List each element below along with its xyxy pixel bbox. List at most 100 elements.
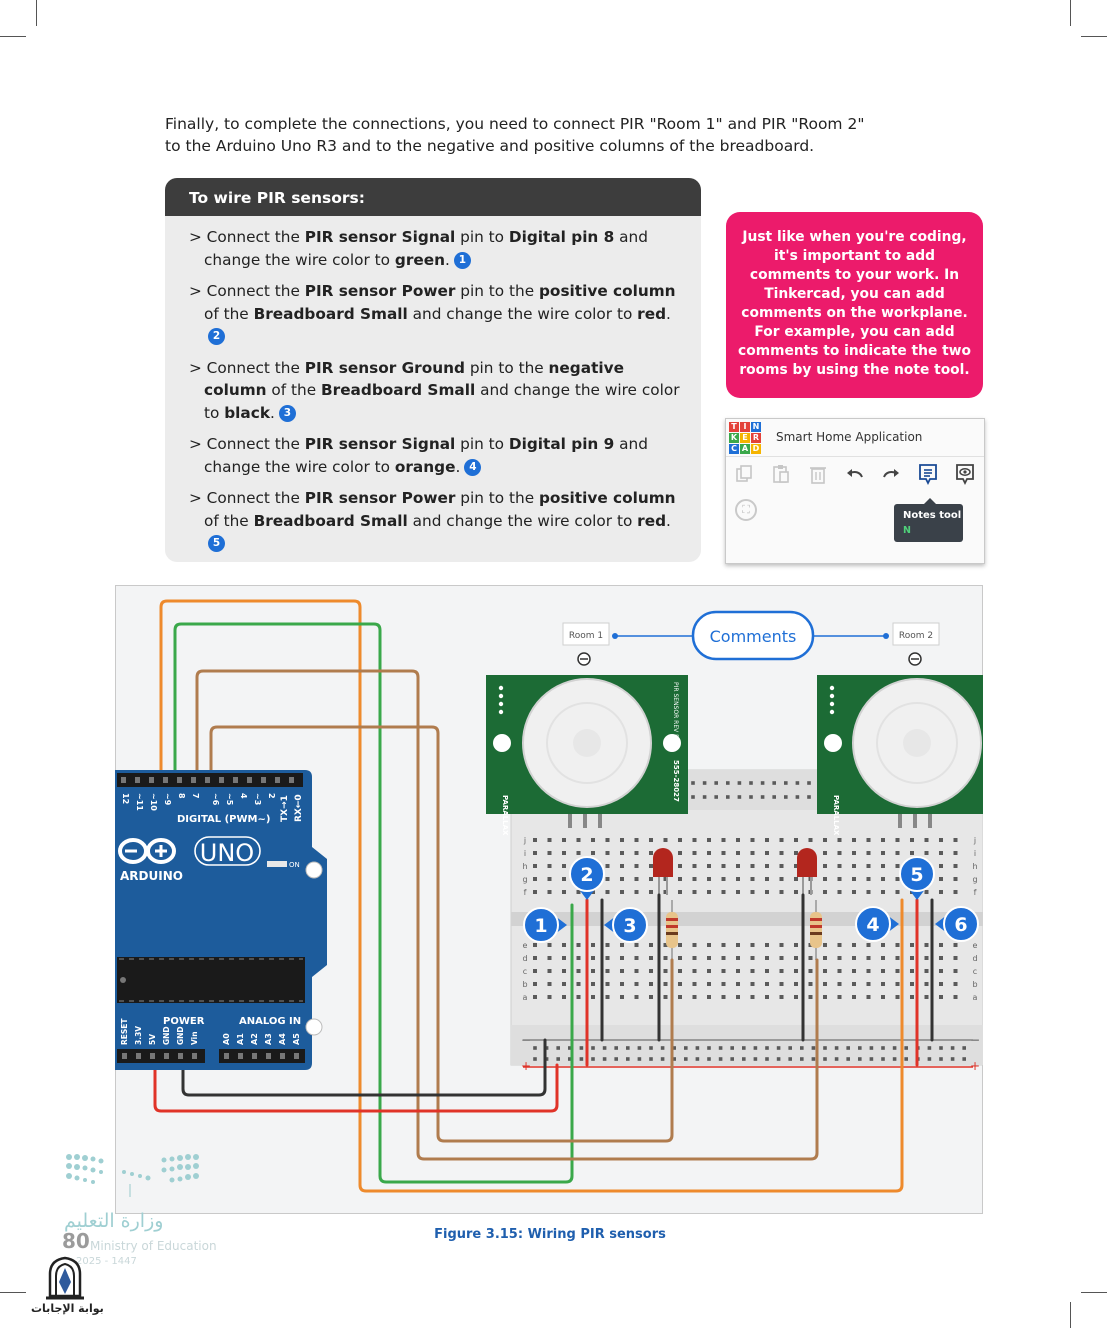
- power-header: [117, 1049, 205, 1063]
- digital-pin-label: 2: [267, 793, 276, 799]
- pir-sensor-room-2: PARALLAX: [817, 675, 983, 836]
- step-text: > Connect the: [189, 435, 305, 453]
- step-text: of the: [204, 511, 254, 530]
- logo-letter: T: [729, 422, 739, 432]
- redo-icon[interactable]: [879, 462, 903, 486]
- step-number-badge: 1: [453, 251, 471, 269]
- logo-letter: D: [751, 444, 761, 454]
- step-text: and change the wire color to: [204, 381, 680, 422]
- wire-green-signal-1: [173, 622, 574, 1184]
- copy-icon[interactable]: [732, 462, 756, 486]
- analog-pin-label: A3: [264, 1033, 273, 1045]
- step-keyword: Digital pin 9: [508, 435, 615, 453]
- digital-pin-holes: [121, 777, 294, 783]
- wire-brown-led-2: [195, 669, 819, 1161]
- step-text: .: [445, 250, 450, 269]
- power-label: POWER: [163, 1016, 205, 1027]
- breadboard-row-label: j: [973, 836, 976, 845]
- power-pin-label: GND: [176, 1026, 185, 1045]
- led-left: [653, 848, 673, 895]
- breadboard-center-channel: [511, 912, 983, 926]
- pir-model: 555-28027: [672, 760, 680, 802]
- logo-letter: E: [740, 433, 750, 443]
- crop-mark: [36, 0, 37, 26]
- step-item: > Connect the PIR sensor Signal pin to D…: [189, 226, 683, 271]
- breadboard-bottom-rail: [511, 1025, 983, 1065]
- step-text: and change the wire color to: [407, 511, 638, 530]
- room-1-label: Room 1: [569, 631, 603, 641]
- figure-caption: Figure 3.15: Wiring PIR sensors: [434, 1227, 666, 1242]
- tooltip-shortcut: N: [903, 525, 911, 536]
- analog-header: [219, 1049, 305, 1063]
- rail-plus-right: +: [970, 1059, 980, 1073]
- fit-view-icon[interactable]: ⛶: [735, 499, 757, 521]
- tip-box: Just like when you're coding, it's impor…: [726, 212, 983, 398]
- step-text: .: [666, 304, 671, 323]
- logo-letter: A: [740, 444, 750, 454]
- step-text: of the: [266, 381, 321, 399]
- breadboard-row-label: b: [522, 980, 527, 989]
- step-item: > Connect the PIR sensor Power pin to th…: [189, 280, 683, 348]
- notes-visibility-icon[interactable]: [953, 462, 977, 486]
- step-keyword: red: [637, 304, 667, 323]
- step-text: .: [455, 457, 461, 476]
- trash-icon[interactable]: [806, 462, 830, 486]
- step-marker-number: 2: [580, 864, 593, 886]
- step-text: > Connect the: [189, 282, 305, 300]
- rail-minus-left: −: [521, 1033, 531, 1047]
- step-text: pin to the: [455, 489, 539, 507]
- breadboard-row-label: g: [522, 875, 527, 884]
- step-keyword: PIR sensor Signal: [304, 228, 456, 246]
- breadboard-row-label: h: [522, 862, 527, 871]
- intro-line: Finally, to complete the connections, yo…: [165, 115, 865, 133]
- rx-label: RX←0: [294, 794, 304, 822]
- project-title[interactable]: Smart Home Application: [776, 430, 923, 444]
- step-text: .: [270, 403, 275, 422]
- breadboard-row-label: d: [972, 954, 977, 963]
- step-number-badge: 4: [464, 458, 482, 476]
- atmega-chip: [117, 957, 305, 1003]
- paste-icon[interactable]: [769, 462, 793, 486]
- step-text: > Connect the: [189, 489, 305, 507]
- notes-icon[interactable]: [916, 462, 940, 486]
- uno-label: UNO: [200, 839, 254, 867]
- step-text: and change the wire color to: [407, 304, 638, 323]
- step-keyword: red: [637, 511, 667, 530]
- step-item: > Connect the PIR sensor Signal pin to D…: [189, 433, 683, 478]
- logo-letter: R: [751, 433, 761, 443]
- pir-brand: PARALLAX: [501, 795, 509, 836]
- step-marker: [943, 906, 979, 942]
- step-text: of the: [204, 304, 254, 323]
- undo-icon[interactable]: [843, 462, 867, 486]
- uno-badge: [194, 836, 261, 866]
- power-pin-label: GND: [162, 1026, 171, 1045]
- step-marker: [855, 906, 891, 942]
- page-number: 80: [62, 1229, 90, 1253]
- crop-mark: [1081, 1292, 1107, 1293]
- resistor-right: [810, 900, 822, 960]
- step-keyword: negative column: [204, 358, 624, 400]
- comments-annotation: Comments Room 1 Room 2: [562, 610, 940, 666]
- comments-bubble: [691, 610, 815, 661]
- step-keyword: Breadboard Small: [253, 304, 408, 323]
- notes-tool-tooltip: Notes tool N: [894, 498, 963, 542]
- digital-pin-label: 7: [191, 793, 200, 799]
- breadboard-row-label: e: [973, 941, 978, 950]
- mounting-hole: [305, 861, 323, 879]
- step-marker-number: 5: [910, 864, 923, 886]
- tx-label: TX→1: [280, 795, 290, 822]
- on-led: [267, 861, 287, 867]
- led-right: [797, 848, 817, 895]
- power-pin-label: RESET: [120, 1018, 129, 1045]
- step-item: > Connect the PIR sensor Power pin to th…: [189, 487, 683, 555]
- logo-letter: I: [740, 422, 750, 432]
- digital-pin-label: ~3: [253, 793, 262, 805]
- steps-list: > Connect the PIR sensor Signal pin to D…: [165, 216, 701, 562]
- toolbar: [726, 462, 984, 486]
